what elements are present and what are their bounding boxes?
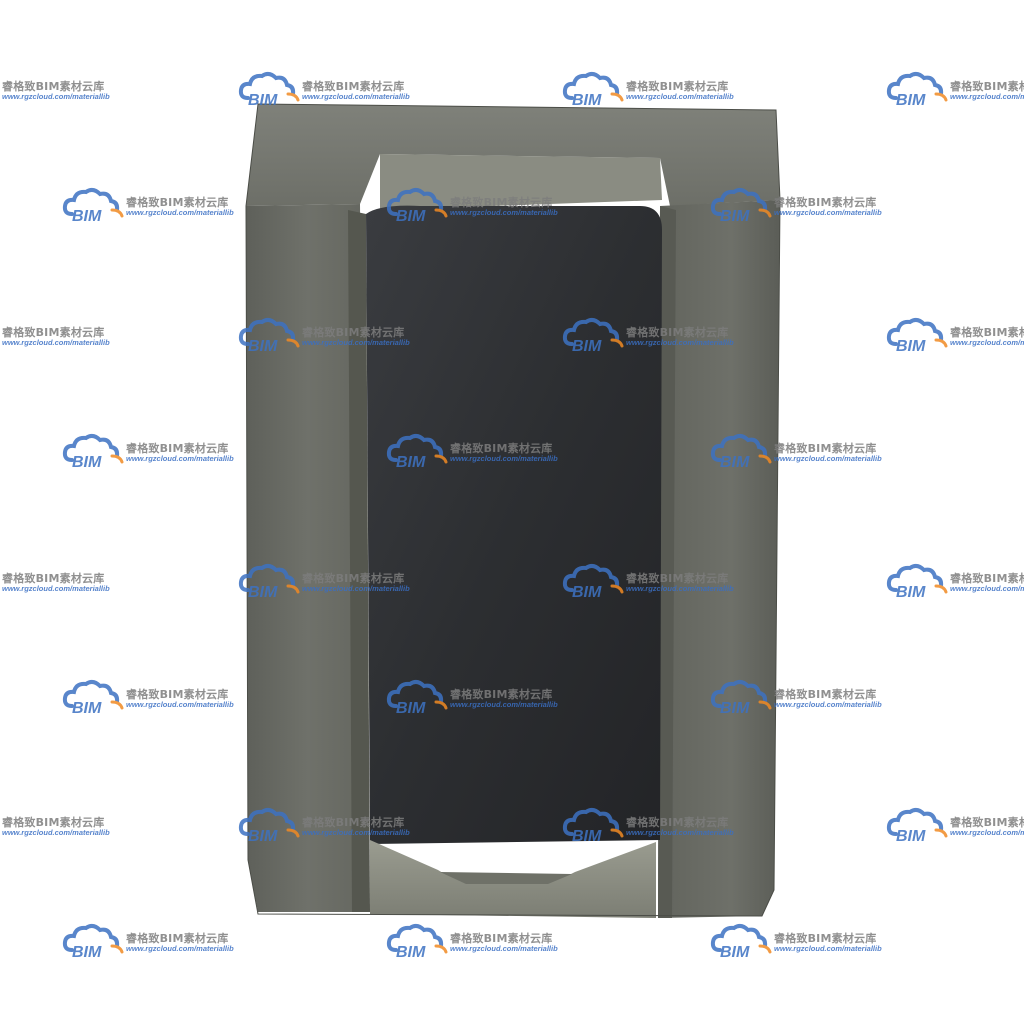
block-top-face	[246, 104, 780, 206]
block-right-wall	[658, 200, 780, 918]
block-outline	[245, 103, 781, 917]
channel-top-rim	[380, 154, 662, 210]
inner-channel	[366, 205, 662, 844]
channel-bottom-lip	[370, 840, 656, 918]
left-wall-inner-edge	[348, 210, 370, 912]
block-left-wall	[246, 204, 370, 912]
right-wall-inner-edge	[658, 206, 676, 918]
channel-bottom-floor	[440, 872, 572, 884]
